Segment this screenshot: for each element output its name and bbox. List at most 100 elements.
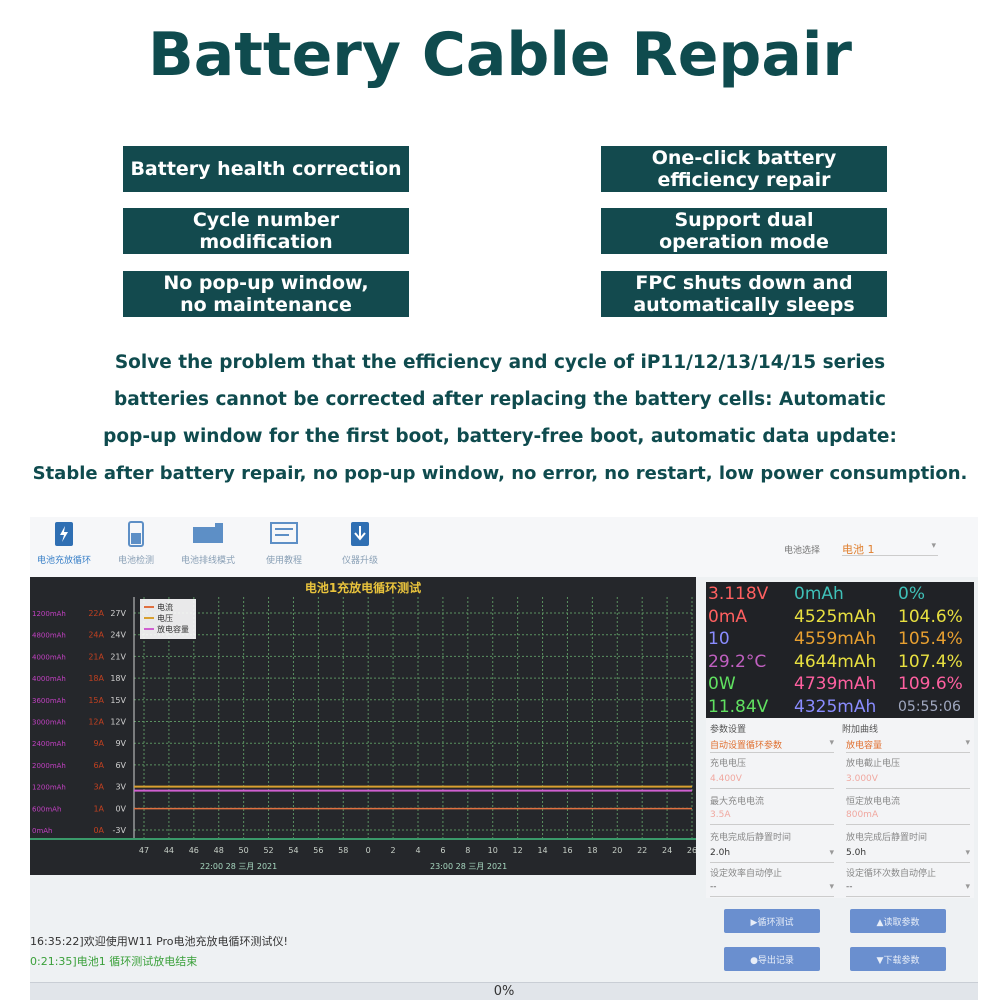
battery-select[interactable]: 电池 1 ▾: [842, 541, 938, 556]
discharge-rest-label: 放电完成后静置时间: [846, 833, 928, 843]
toolbar-label: 电池排线模式: [180, 556, 235, 566]
toolbar-label: 使用教程: [265, 556, 302, 566]
const-discharge-field[interactable]: 800mA: [846, 810, 970, 825]
y-tick-current: 3A: [93, 783, 104, 792]
tab-battery-cycle[interactable]: 电池充放循环: [32, 519, 96, 566]
y-tick-capacity: 0mAh: [32, 827, 53, 835]
x-date-label: 22:00 28 三月 2021: [200, 862, 277, 871]
legend-label: 放电容量: [157, 624, 189, 634]
readout-value: 29.2°C: [708, 651, 767, 672]
tab-upgrade[interactable]: 仪器升级: [328, 519, 392, 566]
tester-app-window: 电池充放循环 电池检测 电池排线模式 使用教程 仪器升级 电池选择 电池 1▾ …: [30, 517, 978, 1000]
x-tick-label: 46: [189, 846, 199, 855]
tab-battery-test[interactable]: 电池检测: [104, 519, 168, 566]
readout-value: 0%: [898, 584, 925, 604]
readout-value: 4644mAh: [794, 651, 877, 672]
charge-voltage-field[interactable]: 4.400V: [710, 774, 834, 789]
log-panel: 16:35:22]欢迎使用W11 Pro电池充放电循环测试仪! 0:21:35]…: [30, 929, 710, 979]
read-params-button[interactable]: ▲读取参数: [850, 909, 946, 933]
x-tick-label: 0: [366, 846, 371, 855]
description-line: batteries cannot be corrected after repl…: [114, 389, 886, 410]
battery-cycle-icon: [55, 522, 73, 546]
chevron-down-icon: ▾: [829, 848, 834, 858]
efficiency-stop-select[interactable]: -- ▾: [710, 882, 834, 897]
params-panel: 参数设置 附加曲线 自动设置循环参数▾ 放电容量▾ 充电电压 放电截止电压 4.…: [706, 718, 974, 898]
readout-value: 4559mAh: [794, 629, 877, 650]
toolbar-label: 电池充放循环: [36, 556, 91, 566]
y-tick-current: 24A: [88, 631, 104, 640]
y-tick-voltage: 24V: [110, 631, 126, 640]
y-tick-current: 21A: [88, 652, 104, 661]
discharge-rest-value: 5.0h: [846, 848, 867, 858]
progress-bar: 0%: [30, 982, 978, 1000]
y-tick-capacity: 3000mAh: [32, 719, 66, 727]
toolbar-label: 仪器升级: [341, 556, 378, 566]
efficiency-stop-label: 设定效率自动停止: [710, 869, 783, 879]
y-tick-voltage: 12V: [110, 718, 126, 727]
log-line: 0:21:35]电池1 循环测试放电结束: [30, 955, 198, 968]
y-tick-capacity: 4000mAh: [32, 653, 66, 661]
chevron-down-icon: ▾: [965, 882, 970, 892]
params-header: 参数设置: [710, 725, 747, 735]
description: Solve the problem that the efficiency an…: [20, 344, 980, 492]
y-tick-capacity: 1200mAh: [32, 784, 66, 792]
x-tick-label: 24: [662, 846, 672, 855]
y-tick-current: 15A: [88, 696, 104, 705]
battery-select-value: 电池 1: [842, 543, 875, 556]
cycle-stop-select[interactable]: --▾: [846, 882, 970, 897]
battery-test-icon: [128, 521, 144, 547]
chevron-down-icon: ▾: [965, 848, 970, 858]
y-tick-current: 1A: [93, 804, 104, 813]
write-params-button[interactable]: ▼下载参数: [850, 947, 946, 971]
charge-rest-select[interactable]: 2.0h▾: [710, 848, 834, 863]
params-mode-select[interactable]: 自动设置循环参数▾: [710, 738, 834, 753]
efficiency-stop-value: --: [710, 882, 717, 892]
discharge-cutoff-label: 放电截止电压: [846, 759, 901, 769]
x-tick-label: 54: [288, 846, 298, 855]
y-tick-current: 12A: [88, 718, 104, 727]
y-tick-voltage: 6V: [115, 761, 126, 770]
readout-value: 104.6%: [898, 606, 963, 627]
y-tick-capacity: 4000mAh: [32, 675, 66, 683]
export-log-button[interactable]: ●导出记录: [724, 947, 820, 971]
legend-label: 电流: [157, 602, 173, 612]
chevron-down-icon: ▾: [829, 882, 834, 892]
y-tick-capacity: 2400mAh: [32, 740, 66, 748]
readout-value: 05:55:06: [898, 699, 961, 715]
feature-efficiency-repair: One-click battery efficiency repair: [601, 146, 887, 192]
discharge-rest-select[interactable]: 5.0h ▾: [846, 848, 970, 863]
tab-cable-mode[interactable]: 电池排线模式: [176, 519, 240, 566]
toolbar-label: 电池检测: [117, 556, 154, 566]
readout-value: 11.84V: [708, 697, 769, 717]
feature-label: One-click battery efficiency repair: [651, 147, 837, 191]
chevron-down-icon: ▾: [931, 541, 936, 551]
readout-value: 107.4%: [898, 651, 963, 672]
cycle-test-button[interactable]: ▶循环测试: [724, 909, 820, 933]
discharge-cutoff-field[interactable]: 3.000V: [846, 774, 970, 789]
x-tick-label: 56: [313, 846, 323, 855]
cable-mode-icon: [193, 523, 223, 543]
x-tick-label: 2: [391, 846, 396, 855]
y-tick-capacity: 1200mAh: [32, 610, 66, 618]
description-line: Stable after battery repair, no pop-up w…: [32, 463, 968, 484]
y-tick-capacity: 3600mAh: [32, 697, 66, 705]
feature-label: FPC shuts down and automatically sleeps: [633, 272, 855, 316]
x-tick-label: 26: [687, 846, 696, 855]
readout-value: 0mA: [708, 606, 748, 627]
y-tick-voltage: 27V: [110, 609, 126, 618]
progress-text: 0%: [493, 984, 515, 999]
readout-value: 3.118V: [708, 584, 769, 604]
tab-tutorial[interactable]: 使用教程: [252, 519, 316, 566]
extra-curve-select[interactable]: 放电容量▾: [846, 738, 970, 753]
x-tick-label: 48: [214, 846, 224, 855]
readout-value: 0mAh: [794, 584, 844, 604]
feature-label: Cycle number modification: [192, 209, 340, 253]
y-tick-capacity: 2000mAh: [32, 762, 66, 770]
params-mode-value: 自动设置循环参数: [710, 741, 783, 751]
max-charge-current-field[interactable]: 3.5A: [710, 810, 834, 825]
y-tick-voltage: 15V: [110, 696, 126, 705]
chart-title: 电池1充放电循环测试: [304, 581, 422, 595]
y-tick-voltage: 18V: [110, 674, 126, 683]
const-discharge-label: 恒定放电电流: [846, 797, 901, 807]
